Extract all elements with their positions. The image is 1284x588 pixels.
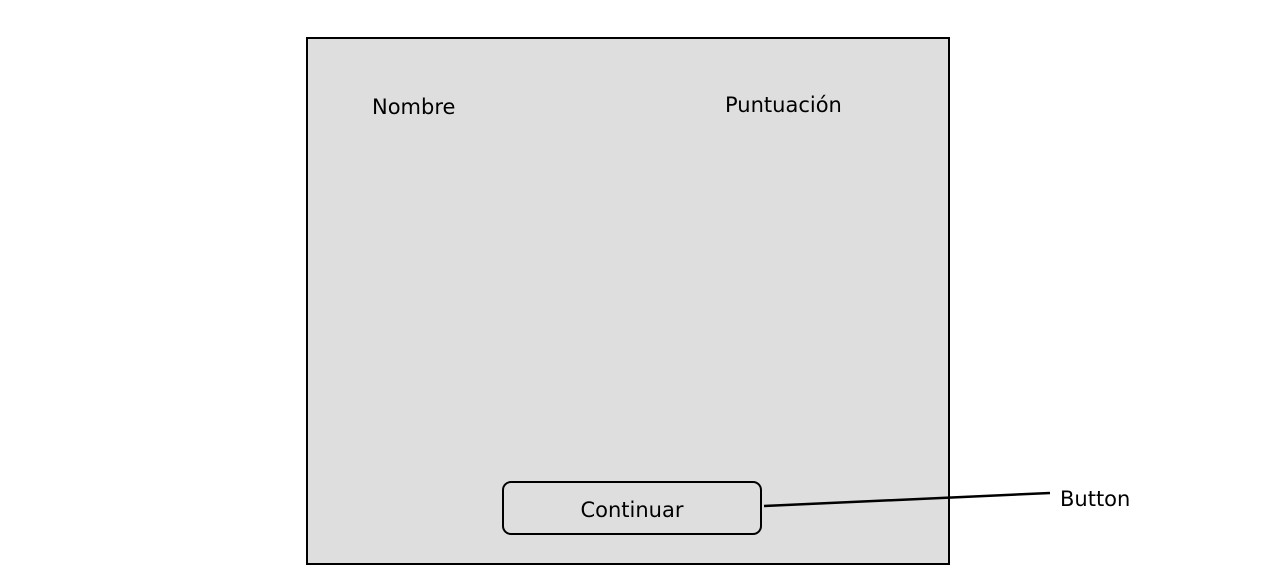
callout-label-button: Button [1060, 487, 1131, 511]
continue-button[interactable]: Continuar [502, 481, 762, 535]
name-column-header: Nombre [372, 95, 456, 119]
score-column-header: Puntuación [725, 93, 842, 117]
score-screen-panel: Nombre Puntuación Continuar [306, 37, 950, 565]
